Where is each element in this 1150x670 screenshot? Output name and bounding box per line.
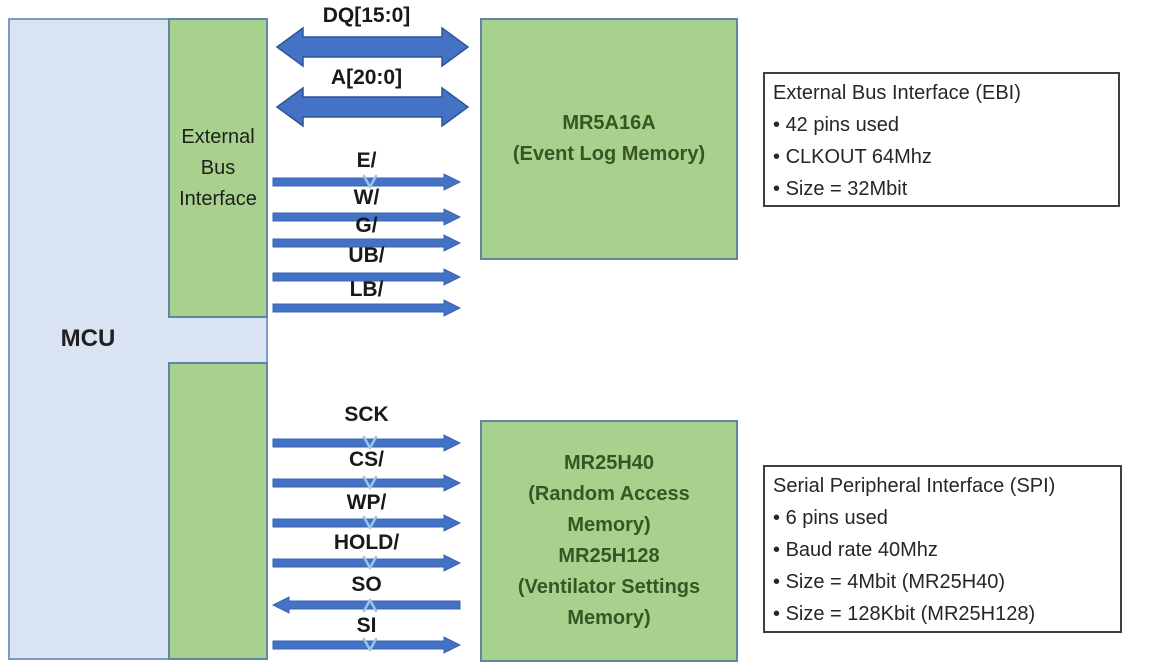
ub-signal-arrow	[272, 268, 462, 286]
hold-signal-label: HOLD/	[333, 531, 400, 554]
spi-info-bullet: Size = 4Mbit (MR25H40)	[773, 566, 1110, 598]
event-log-memory-name: MR5A16A	[562, 112, 656, 134]
cs-signal-label: CS/	[348, 448, 384, 471]
spi-info-box: Serial Peripheral Interface (SPI) 6 pins…	[763, 465, 1122, 633]
lb-signal-label: LB/	[349, 278, 384, 301]
a-bus-arrow	[275, 86, 470, 128]
external-bus-interface-label: External Bus Interface	[179, 125, 257, 210]
ub-signal-label: UB/	[348, 244, 385, 267]
g-signal-arrow	[272, 234, 462, 252]
settings-memory-line: MR25H40	[563, 452, 655, 474]
ebi-info-bullet: 42 pins used	[773, 109, 1108, 141]
mcu-label: MCU	[60, 325, 116, 352]
settings-memory-block: MR25H40 (Random Access Memory) MR25H128 …	[480, 420, 738, 662]
chevron-down-icon	[362, 435, 378, 450]
spi-info-bullet: Baud rate 40Mhz	[773, 534, 1110, 566]
ebi-info-box: External Bus Interface (EBI) 42 pins use…	[763, 72, 1120, 207]
settings-memory-line: Memory)	[567, 514, 651, 536]
settings-memory-line: (Ventilator Settings	[517, 576, 701, 598]
wp-signal-label: WP/	[346, 491, 387, 514]
ebi-info-bullet: Size = 32Mbit	[773, 173, 1108, 205]
spi-info-bullet: Size = 128Kbit (MR25H128)	[773, 598, 1110, 630]
dq-bus-arrow	[275, 26, 470, 68]
si-signal-label: SI	[356, 614, 377, 637]
w-signal-label: W/	[353, 186, 380, 209]
settings-memory-line: MR25H128	[558, 545, 660, 567]
settings-memory-line: Memory)	[567, 607, 651, 629]
spi-info-bullets: 6 pins used Baud rate 40Mhz Size = 4Mbit…	[773, 502, 1110, 630]
sck-signal-label: SCK	[344, 403, 389, 426]
spi-module	[168, 362, 268, 660]
ebi-info-title: External Bus Interface (EBI)	[773, 82, 1021, 104]
e-signal-label: E/	[356, 149, 377, 172]
w-signal-arrow	[272, 208, 462, 226]
g-signal-label: G/	[355, 214, 378, 237]
lb-signal-arrow	[272, 299, 462, 317]
settings-memory-line: (Random Access	[528, 483, 690, 505]
a-bus-label: A[20:0]	[330, 66, 403, 89]
event-log-memory-block: MR5A16A (Event Log Memory)	[480, 18, 738, 260]
chevron-down-icon	[362, 555, 378, 570]
chevron-down-icon	[362, 515, 378, 530]
dq-bus-label: DQ[15:0]	[322, 4, 411, 27]
external-bus-interface-module: External Bus Interface	[168, 18, 268, 318]
so-signal-label: SO	[351, 573, 382, 596]
ebi-info-bullet: CLKOUT 64Mhz	[773, 141, 1108, 173]
chevron-down-icon	[362, 475, 378, 490]
chevron-down-icon	[362, 637, 378, 652]
ebi-info-bullets: 42 pins used CLKOUT 64Mhz Size = 32Mbit	[773, 109, 1108, 205]
spi-info-title: Serial Peripheral Interface (SPI)	[773, 475, 1056, 497]
chevron-up-icon	[362, 598, 378, 613]
spi-info-bullet: 6 pins used	[773, 502, 1110, 534]
event-log-memory-desc: (Event Log Memory)	[512, 143, 706, 165]
chevron-down-icon	[362, 174, 378, 189]
